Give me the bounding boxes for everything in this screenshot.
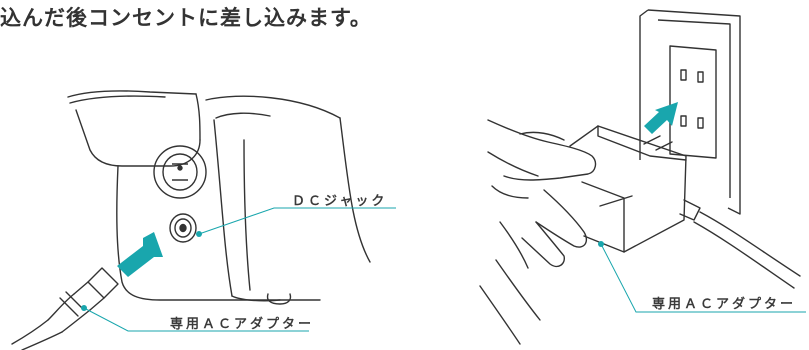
leader-lines-right [600, 243, 806, 313]
device-illustration [67, 90, 371, 305]
adapter-label-right: 専用ＡＣアダプター [652, 297, 797, 312]
dc-jack-port [169, 213, 197, 243]
leader-dot-adapter-right [598, 241, 604, 247]
hand-with-adapter [479, 119, 801, 345]
insert-arrow-left [117, 232, 163, 277]
leader-dot-adapter-left [81, 305, 87, 311]
wall-outlet-plate [639, 9, 741, 215]
dc-plug-cable [11, 267, 119, 350]
instruction-heading: 込んだ後コンセントに差し込みます。 [0, 6, 372, 30]
adapter-label-left: 専用ＡＣアダプター [170, 317, 315, 332]
dc-jack-label: ＤＣジャック [292, 194, 388, 209]
insert-arrow-right [644, 102, 678, 134]
leader-lines-left [83, 207, 396, 332]
power-switch [153, 145, 207, 199]
leader-dot-dc-jack [196, 231, 202, 237]
